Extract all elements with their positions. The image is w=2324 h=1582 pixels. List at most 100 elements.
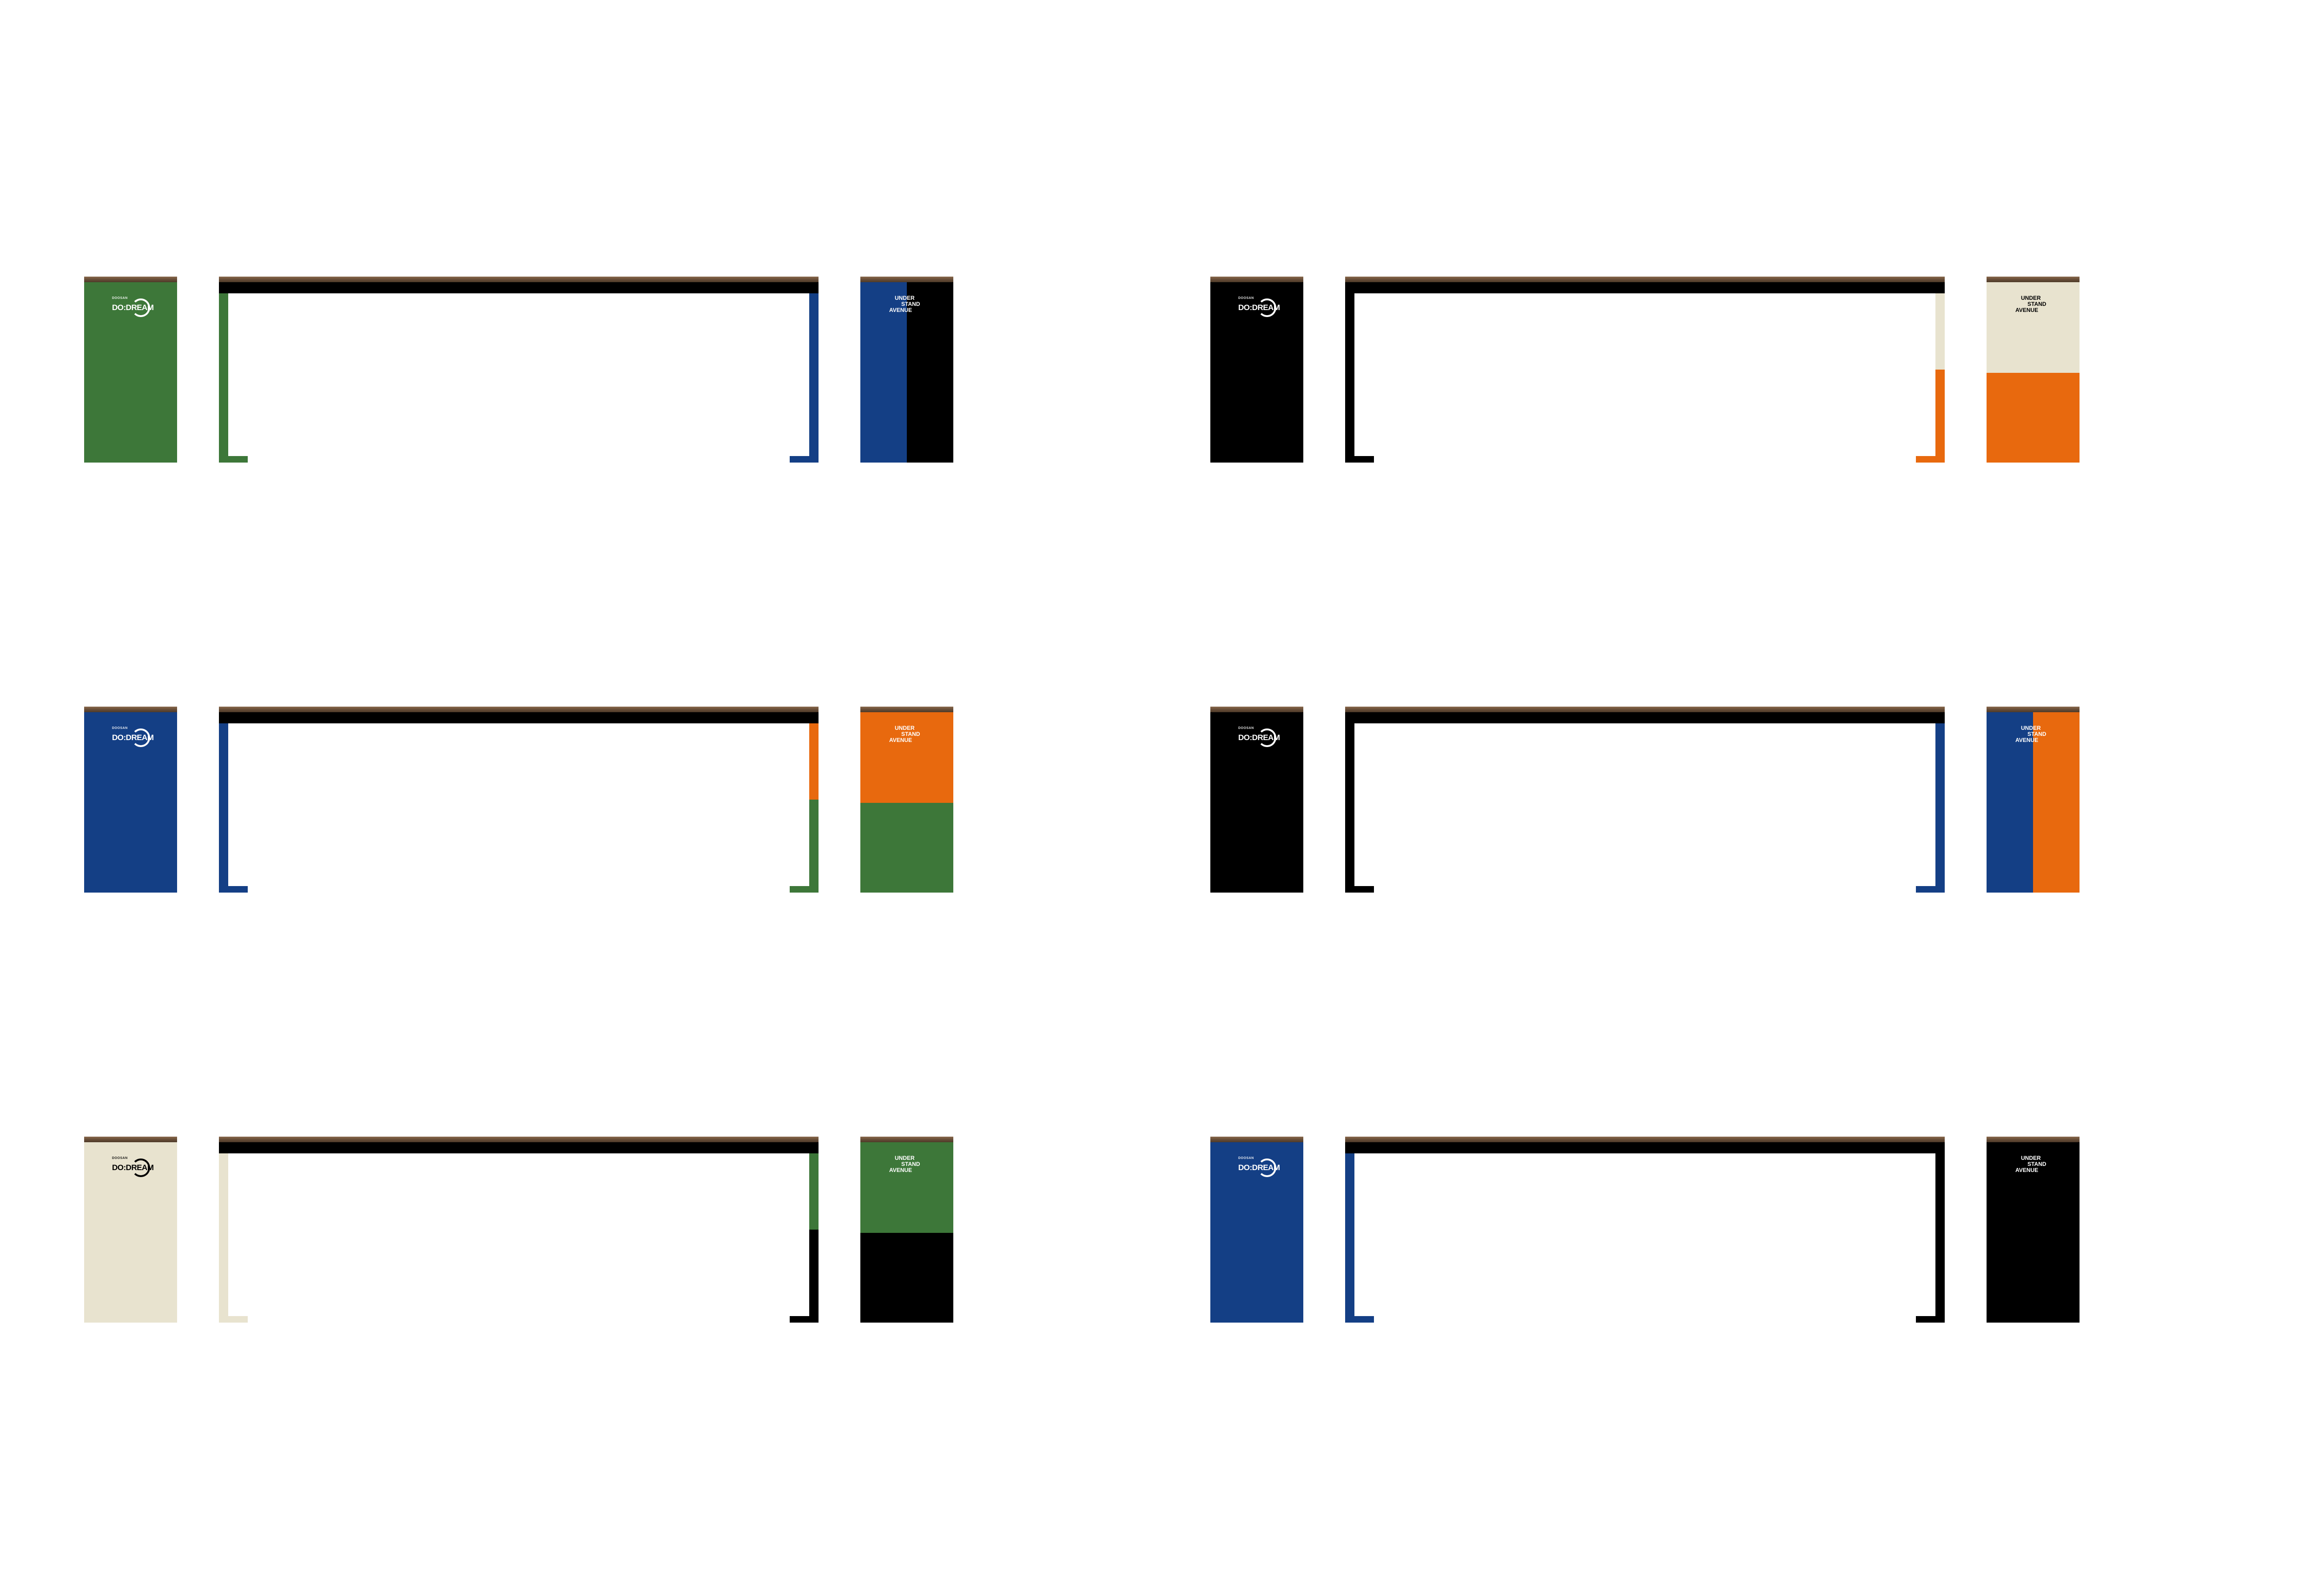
left-foot [1345, 456, 1374, 463]
wood-tabletop [1345, 1137, 1945, 1142]
left-leg [1345, 723, 1354, 893]
panel-color-fill-bottom [860, 803, 953, 893]
right-foot [790, 456, 819, 463]
dodream-logo-small-text: DOOSAN [1238, 297, 1254, 300]
table-front-view [1345, 277, 1945, 463]
dodream-logo-small-text: DOOSAN [112, 297, 128, 300]
wood-top-edge [860, 1137, 953, 1142]
understand-avenue-logo-line1: UNDER [2021, 725, 2041, 731]
black-apron-rail [1345, 282, 1945, 293]
panel-color-fill [1210, 1142, 1303, 1323]
black-apron-rail [219, 712, 819, 723]
understand-avenue-logo-line2: STAND [901, 301, 920, 307]
panel-color-fill [84, 282, 177, 463]
understand-avenue-logo-line1: UNDER [895, 1155, 915, 1161]
panel-color-fill [84, 1142, 177, 1323]
right-foot [1916, 1316, 1945, 1323]
wood-tabletop [219, 277, 819, 282]
understand-avenue-logo-line3: AVENUE [889, 1167, 912, 1173]
panel-color-fill-left-half [860, 282, 907, 463]
wood-top-edge [1210, 707, 1303, 712]
black-apron-rail [1345, 1142, 1945, 1153]
panel-color-fill-top [1987, 282, 2080, 373]
dodream-logo-small-text: DOOSAN [112, 727, 128, 730]
table-front-view [1345, 1137, 1945, 1323]
wood-top-edge [84, 1137, 177, 1142]
understand-avenue-logo-line2: STAND [901, 1161, 920, 1167]
understand-avenue-logo-line3: AVENUE [2015, 737, 2039, 743]
right-leg [1935, 1153, 1945, 1323]
left-foot [219, 1316, 248, 1323]
panel-color-fill-bottom [1987, 373, 2080, 463]
understand-avenue-logo-line1: UNDER [2021, 1155, 2041, 1161]
right-leg [809, 293, 819, 463]
panel-color-fill-bottom [860, 1233, 953, 1323]
understand-avenue-logo-line2: STAND [2027, 1161, 2047, 1167]
wood-top-edge [1210, 277, 1303, 282]
panel-color-fill-top [860, 1142, 953, 1233]
dodream-logo-ring-icon [1258, 298, 1276, 317]
dodream-logo-ring-icon [1258, 1158, 1276, 1177]
wood-tabletop [219, 707, 819, 712]
understand-avenue-logo-line3: AVENUE [2015, 307, 2039, 313]
table-front-view [1345, 707, 1945, 893]
understand-avenue-logo-line3: AVENUE [2015, 1167, 2039, 1173]
understand-avenue-logo-line1: UNDER [2021, 295, 2041, 301]
left-leg [1345, 293, 1354, 463]
panel-color-fill-left-half [1987, 712, 2033, 893]
dodream-logo-small-text: DOOSAN [1238, 727, 1254, 730]
table-front-view [219, 707, 819, 893]
panel-color-fill [84, 712, 177, 893]
dodream-logo-ring-icon [132, 1158, 150, 1177]
wood-top-edge [1210, 1137, 1303, 1142]
left-leg [219, 1153, 228, 1323]
understand-avenue-logo-line2: STAND [2027, 301, 2047, 307]
panel-color-fill [1210, 712, 1303, 893]
understand-avenue-logo-line3: AVENUE [889, 737, 912, 743]
black-apron-rail [219, 282, 819, 293]
black-apron-rail [219, 1142, 819, 1153]
panel-color-fill [1210, 282, 1303, 463]
table-front-view [219, 1137, 819, 1323]
dodream-logo-small-text: DOOSAN [112, 1157, 128, 1160]
wood-top-edge [860, 277, 953, 282]
panel-color-fill-right-half [2033, 712, 2080, 893]
understand-avenue-logo-line2: STAND [2027, 731, 2047, 737]
left-leg [219, 293, 228, 463]
wood-top-edge [1987, 707, 2080, 712]
right-foot [1916, 456, 1945, 463]
panel-color-fill [1987, 1142, 2080, 1323]
left-foot [1345, 886, 1374, 893]
left-leg [219, 723, 228, 893]
wood-tabletop [219, 1137, 819, 1142]
understand-avenue-logo-line3: AVENUE [889, 307, 912, 313]
panel-color-fill-top [860, 712, 953, 803]
understand-avenue-logo-line1: UNDER [895, 725, 915, 731]
wood-top-edge [860, 707, 953, 712]
left-foot [219, 456, 248, 463]
wood-top-edge [1987, 1137, 2080, 1142]
